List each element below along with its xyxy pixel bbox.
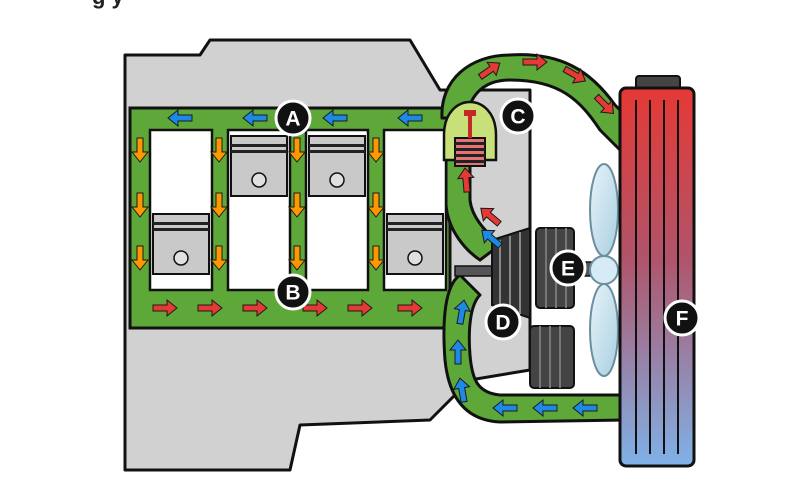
piston-icon <box>386 213 444 275</box>
radiator-icon <box>618 75 696 468</box>
arrow-icon <box>242 108 268 128</box>
arrow-icon <box>366 192 386 218</box>
arrow-icon <box>366 137 386 163</box>
arrow-icon <box>130 192 150 218</box>
arrow-icon <box>593 93 615 115</box>
arrow-icon <box>532 398 558 418</box>
arrow-icon <box>242 298 268 318</box>
arrow-icon <box>397 298 423 318</box>
arrow-icon <box>287 245 307 271</box>
arrow-icon <box>480 207 502 227</box>
arrow-icon <box>522 52 548 72</box>
arrow-icon <box>453 299 472 325</box>
label-d: D <box>484 303 522 341</box>
arrow-icon <box>152 298 178 318</box>
arrow-icon <box>302 298 328 318</box>
arrow-icon <box>562 65 587 84</box>
arrow-icon <box>209 137 229 163</box>
lower-hose <box>442 273 627 424</box>
arrow-icon <box>492 398 518 418</box>
arrow-icon <box>209 192 229 218</box>
label-b: B <box>274 273 312 311</box>
thermostat-icon <box>442 100 498 167</box>
arrow-icon <box>287 192 307 218</box>
water-pump-icon <box>454 226 531 320</box>
bypass-channel <box>444 138 503 262</box>
arrow-icon <box>448 339 468 365</box>
piston-icon <box>152 213 210 275</box>
arrow-icon <box>130 137 150 163</box>
label-b-text: B <box>285 282 300 305</box>
piston-icon <box>230 135 288 197</box>
arrow-icon <box>397 108 423 128</box>
arrow-icon <box>130 245 150 271</box>
pulley-icon <box>529 325 575 389</box>
arrow-icon <box>452 377 471 403</box>
arrow-icon <box>322 108 348 128</box>
arrow-icon <box>197 298 223 318</box>
arrow-icon <box>572 398 598 418</box>
label-e-text: E <box>561 258 575 281</box>
label-c: C <box>499 97 537 135</box>
arrow-icon <box>287 137 307 163</box>
label-a-text: A <box>285 108 300 131</box>
header-fragment: g y <box>92 0 125 9</box>
fan-icon <box>589 163 619 377</box>
arrow-icon <box>481 229 503 249</box>
flow-arrows <box>130 52 615 418</box>
arrow-icon <box>167 108 193 128</box>
arrow-icon <box>347 298 373 318</box>
label-a: A <box>274 99 312 137</box>
arrow-icon <box>366 245 386 271</box>
arrow-icon <box>209 245 229 271</box>
label-d-text: D <box>495 312 510 335</box>
label-f-text: F <box>676 308 689 331</box>
label-f: F <box>663 299 701 337</box>
label-c-text: C <box>510 106 525 129</box>
arrow-icon <box>477 61 501 81</box>
piston-icon <box>308 135 366 197</box>
arrow-icon <box>456 167 475 193</box>
label-e: E <box>549 249 587 287</box>
